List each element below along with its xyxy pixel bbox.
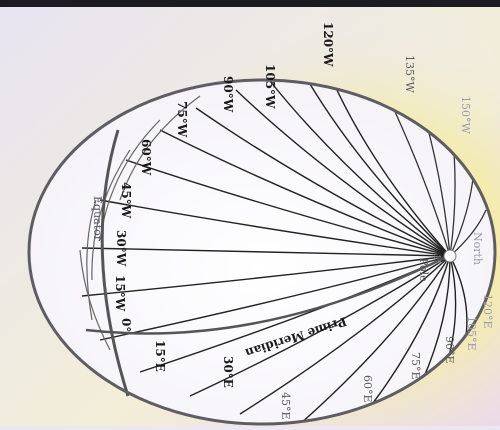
label-30w: 30°W [114, 230, 128, 267]
label-105w: 105°W [263, 64, 277, 109]
pole-point [443, 249, 457, 263]
pole-mark: 1° [431, 254, 441, 264]
label-75e: 75°E [409, 352, 422, 380]
meridian-line [195, 107, 451, 257]
meridian-line [239, 255, 451, 415]
meridian-grid [79, 80, 487, 424]
label-60e: 60°E [361, 375, 374, 403]
label-60w: 60°W [139, 139, 153, 176]
prime-meridian-line [85, 254, 449, 335]
meridian-line [81, 247, 451, 257]
label-90e: 90°E [443, 336, 456, 364]
north-label: North [471, 232, 484, 265]
label-120w: 120°W [321, 22, 335, 67]
meridian-line [99, 199, 451, 257]
meridian-line [329, 80, 451, 257]
meridian-line [125, 159, 451, 257]
label-30e: 30°E [221, 356, 235, 388]
globe-outline [27, 78, 497, 426]
equator-line [100, 129, 130, 397]
meridian-line [359, 255, 451, 421]
meridian-line [269, 80, 451, 257]
meridian-line [189, 255, 451, 397]
parallel-line [119, 95, 201, 201]
label-45w: 45°W [119, 182, 133, 219]
parallel-line [86, 199, 97, 321]
meridian-line [235, 89, 451, 257]
label-15w: 15°W [113, 275, 127, 312]
pole-label: Pole [417, 258, 430, 282]
label-90w: 90°W [221, 76, 235, 113]
label-135w: 135°W [403, 55, 416, 93]
meridian-line [159, 129, 451, 257]
equator-label: Equator [91, 196, 104, 242]
meridian-line [299, 255, 451, 424]
meridian-line [303, 80, 451, 257]
label-150w: 150°W [459, 96, 472, 134]
label-0: 0° [119, 318, 133, 332]
label-75w: 75°W [175, 101, 189, 138]
parallel-line [79, 249, 111, 351]
meridian-line [99, 255, 451, 341]
label-15e: 15°E [153, 340, 167, 372]
label-45e: 45°E [279, 392, 292, 420]
label-105e: 105°E [465, 316, 478, 351]
meridian-line [81, 255, 451, 297]
top-bar [0, 0, 500, 7]
label-120e: 120°E [481, 294, 494, 329]
parallel-line [91, 149, 131, 281]
